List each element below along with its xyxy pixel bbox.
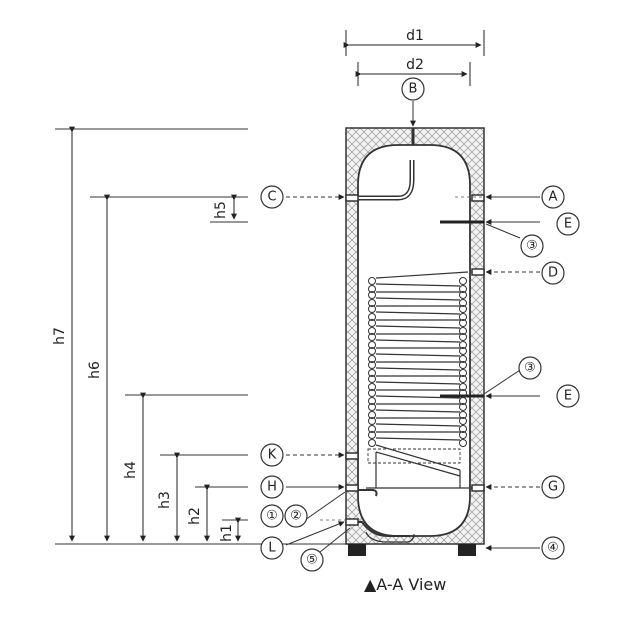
label-3-top: ③ bbox=[526, 239, 538, 254]
connection-g: G bbox=[548, 480, 558, 495]
dim-d1: d1 bbox=[406, 28, 424, 44]
connection-e-top: E bbox=[564, 217, 572, 232]
drain-bowl bbox=[365, 531, 415, 543]
dim-h4: h4 bbox=[123, 461, 139, 479]
label-5: ⑤ bbox=[306, 553, 318, 568]
connection-l: L bbox=[268, 541, 276, 556]
bend-h bbox=[346, 489, 378, 497]
label-4: ④ bbox=[547, 541, 559, 556]
dim-d2: d2 bbox=[406, 57, 424, 73]
label-3-lower: ③ bbox=[524, 361, 536, 376]
label-1: ① bbox=[266, 509, 278, 524]
connection-e-lower: E bbox=[564, 389, 572, 404]
label-2: ② bbox=[290, 509, 302, 524]
dim-h7: h7 bbox=[52, 327, 68, 345]
dim-h2: h2 bbox=[187, 507, 203, 525]
connection-d: D bbox=[548, 266, 558, 281]
bottom-pipe bbox=[346, 521, 410, 537]
foot-left bbox=[348, 544, 366, 556]
dim-h3: h3 bbox=[157, 491, 173, 509]
dim-h5: h5 bbox=[213, 201, 229, 219]
foot-right bbox=[458, 544, 476, 556]
view-caption: ▲A-A View bbox=[364, 575, 446, 594]
connection-k: K bbox=[268, 448, 277, 463]
connection-h: H bbox=[267, 480, 277, 495]
heating-coil bbox=[366, 271, 478, 489]
connection-a: A bbox=[549, 190, 558, 205]
connection-b: B bbox=[409, 82, 418, 97]
connection-c: C bbox=[267, 190, 276, 205]
dim-h6: h6 bbox=[87, 361, 103, 379]
dim-h1: h1 bbox=[219, 524, 235, 542]
